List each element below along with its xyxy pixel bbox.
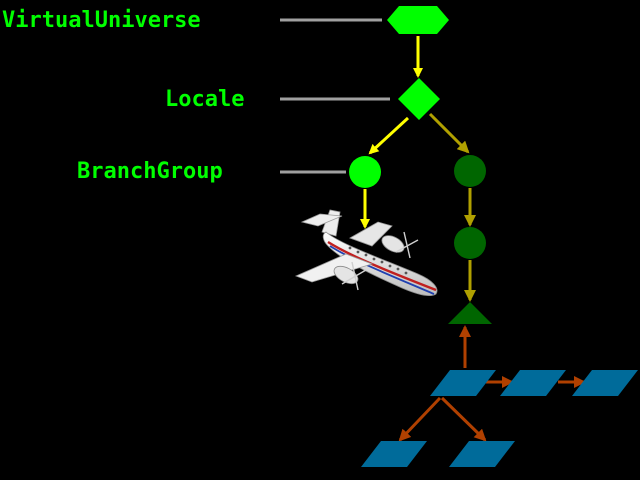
transform-group-circle-icon <box>454 227 486 259</box>
view-branch-group-circle-icon <box>454 155 486 187</box>
locale-to-branch-group-arrow <box>368 116 410 155</box>
physical-body-parallelogram-icon <box>361 441 427 467</box>
airplane-icon <box>294 209 438 296</box>
view-to-physical-body-arrow <box>398 396 442 442</box>
virtual-universe-hexagon-icon <box>387 6 449 34</box>
virtual-universe-label: VirtualUniverse <box>2 8 201 33</box>
locale-to-view-branch-arrow <box>428 112 470 154</box>
canvas3d-parallelogram-icon <box>500 370 566 396</box>
physical-environment-parallelogram-icon <box>449 441 515 467</box>
screen3d-parallelogram-icon <box>572 370 638 396</box>
locale-diamond-icon <box>398 78 440 120</box>
view-parallelogram-icon <box>430 370 496 396</box>
view-to-physical-environment-arrow <box>440 396 487 442</box>
branch-group-circle-icon <box>349 156 381 188</box>
view-platform-triangle-icon <box>448 302 492 324</box>
locale-label: Locale <box>165 87 244 112</box>
branch-group-label: BranchGroup <box>77 159 223 184</box>
